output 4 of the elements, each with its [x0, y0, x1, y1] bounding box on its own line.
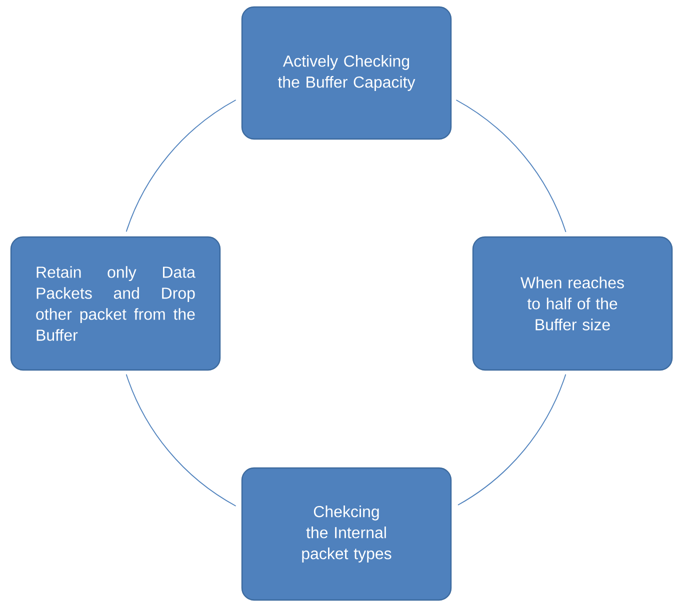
- process-box: When reaches to half of the Buffer size: [472, 236, 673, 371]
- process-box: Actively Checking the Buffer Capacity: [241, 6, 452, 140]
- process-box: Retain only Data Packets and Drop other packet from the Buffer: [10, 236, 221, 371]
- process-box: Chekcing the Internal packet types: [241, 467, 452, 601]
